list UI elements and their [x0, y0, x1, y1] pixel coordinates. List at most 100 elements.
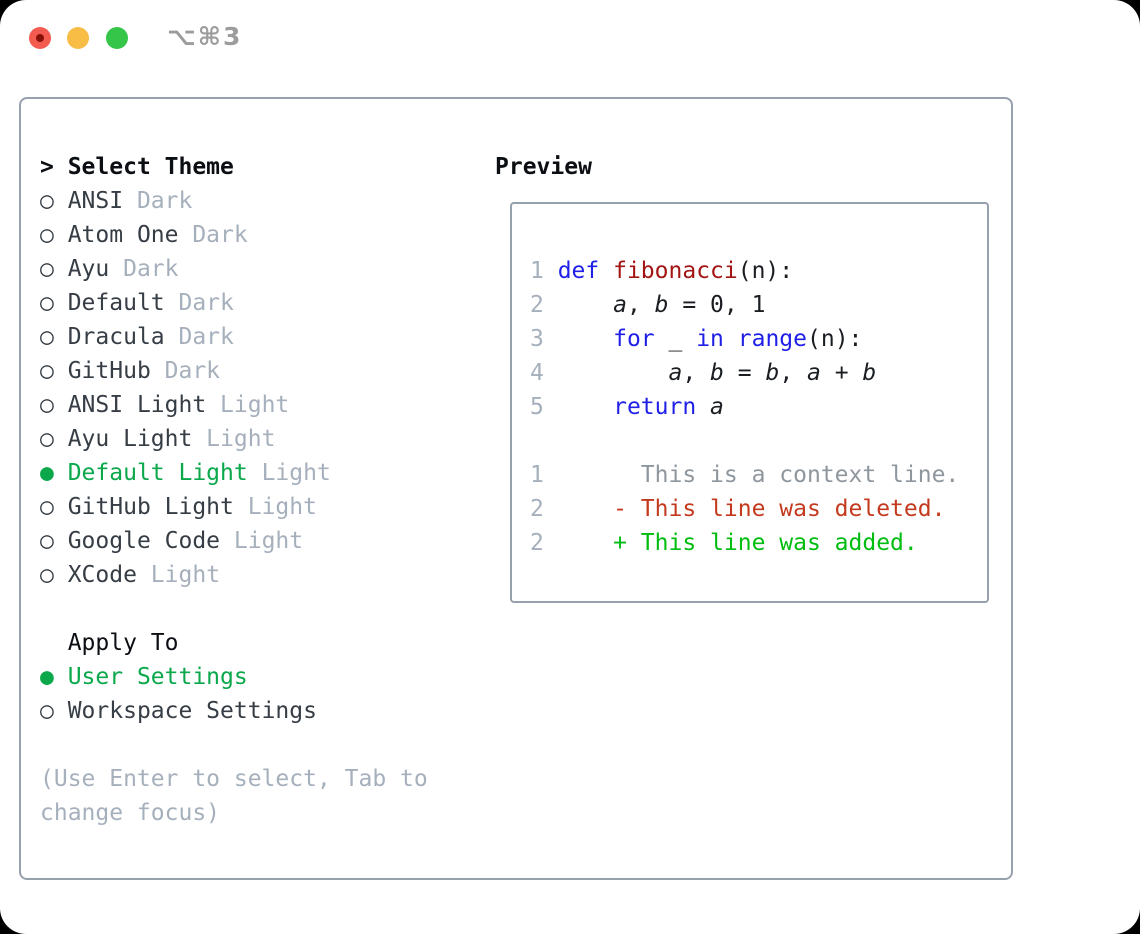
theme-variant: Dark — [178, 222, 248, 248]
code-token: fibonacci — [613, 258, 738, 284]
code-token: + — [820, 360, 863, 386]
theme-option-default[interactable]: ○ Default Dark — [40, 286, 428, 320]
apply-to-label: Apply To — [40, 630, 179, 656]
theme-name: Atom One — [67, 222, 179, 248]
apply-option-workspace-settings[interactable]: ○ Workspace Settings — [40, 694, 428, 728]
theme-option-ayu[interactable]: ○ Ayu Dark — [40, 252, 428, 286]
code-token: b — [862, 360, 877, 386]
theme-variant: Dark — [123, 188, 193, 214]
theme-name: Default — [67, 290, 165, 316]
theme-list: > Select Theme○ ANSI Dark○ Atom One Dark… — [40, 150, 428, 830]
maximize-button[interactable] — [106, 27, 128, 49]
radio-icon: ○ — [40, 358, 68, 384]
code-token — [724, 326, 738, 352]
apply-option-name: Workspace Settings — [67, 698, 317, 724]
theme-name: ANSI Light — [67, 392, 207, 418]
code-line-1: 1 def fibonacci(n): — [530, 254, 959, 288]
code-token: b — [765, 360, 780, 386]
code-token: + This line was added. — [557, 530, 918, 556]
code-token: a — [807, 360, 821, 386]
code-line-2: 2 a, b = 0, 1 — [530, 288, 959, 322]
theme-variant: Dark — [109, 256, 179, 282]
line-number: 5 — [530, 394, 558, 420]
line-number: 1 — [530, 462, 558, 488]
code-token: (n): — [737, 258, 794, 284]
code-line-3: 3 for _ in range(n): — [530, 322, 959, 356]
theme-option-github-light[interactable]: ○ GitHub Light Light — [40, 490, 428, 524]
minimize-button[interactable] — [67, 27, 89, 49]
code-line-5: 5 return a — [530, 390, 959, 424]
theme-name: Default Light — [67, 460, 248, 486]
theme-variant: Light — [247, 460, 331, 486]
theme-variant: Light — [233, 494, 317, 520]
code-token: for — [613, 326, 655, 352]
prompt-caret-icon: > — [40, 154, 68, 180]
code-token: , — [682, 360, 711, 386]
theme-variant: Light — [192, 426, 276, 452]
code-line-9: 2 + This line was added. — [530, 526, 959, 560]
theme-variant: Dark — [150, 358, 221, 384]
theme-variant: Dark — [164, 290, 234, 316]
radio-icon: ○ — [40, 188, 68, 214]
radio-icon: ○ — [40, 256, 68, 282]
code-token — [558, 326, 613, 352]
code-token — [599, 258, 613, 284]
close-dot-icon — [36, 34, 44, 42]
line-number: 2 — [530, 292, 558, 318]
code-token: range — [737, 326, 807, 352]
theme-option-xcode[interactable]: ○ XCode Light — [40, 558, 428, 592]
code-line-7: 1 This is a context line. — [530, 458, 959, 492]
code-token: a — [613, 292, 627, 318]
radio-icon: ○ — [40, 698, 68, 724]
theme-option-default-light[interactable]: ● Default Light Light — [40, 456, 428, 490]
line-number: 3 — [530, 326, 558, 352]
theme-name: XCode — [67, 562, 137, 588]
code-token: def — [557, 258, 600, 284]
code-token: - This line was deleted. — [557, 496, 946, 522]
code-token: a — [710, 394, 724, 420]
theme-variant: Dark — [164, 324, 234, 350]
theme-option-google-code[interactable]: ○ Google Code Light — [40, 524, 428, 558]
line-number: 1 — [530, 258, 558, 284]
theme-variant: Light — [220, 528, 304, 554]
theme-name: Dracula — [67, 324, 165, 350]
theme-option-atom-one[interactable]: ○ Atom One Dark — [40, 218, 428, 252]
radio-icon: ○ — [40, 494, 68, 520]
theme-name: Ayu Light — [67, 426, 193, 452]
line-number: 2 — [530, 496, 558, 522]
theme-option-ansi[interactable]: ○ ANSI Dark — [40, 184, 428, 218]
window-title-shortcut: ⌥⌘3 — [167, 22, 243, 51]
code-token — [558, 360, 669, 386]
theme-option-github[interactable]: ○ GitHub Dark — [40, 354, 428, 388]
apply-option-name: User Settings — [67, 664, 248, 690]
spacer — [40, 592, 428, 626]
theme-name: Google Code — [67, 528, 221, 554]
radio-icon: ○ — [40, 324, 68, 350]
theme-option-ansi-light[interactable]: ○ ANSI Light Light — [40, 388, 428, 422]
theme-name: GitHub — [67, 358, 151, 384]
code-token: b — [710, 360, 724, 386]
code-token — [696, 394, 710, 420]
radio-icon: ○ — [40, 222, 68, 248]
code-token: , — [779, 360, 808, 386]
code-token: a — [668, 360, 683, 386]
theme-option-dracula[interactable]: ○ Dracula Dark — [40, 320, 428, 354]
spacer — [40, 728, 428, 762]
theme-variant: Light — [136, 562, 221, 588]
code-token: return — [613, 394, 697, 420]
code-token: in — [696, 326, 724, 352]
close-button[interactable] — [29, 27, 51, 49]
line-number: 2 — [530, 530, 558, 556]
radio-selected-icon: ● — [40, 664, 68, 690]
code-token — [558, 394, 613, 420]
theme-option-ayu-light[interactable]: ○ Ayu Light Light — [40, 422, 428, 456]
code-token: _ — [654, 326, 697, 352]
code-token — [558, 292, 613, 318]
apply-to-header: Apply To — [40, 626, 428, 660]
theme-name: GitHub Light — [67, 494, 234, 520]
radio-selected-icon: ● — [40, 460, 68, 486]
line-number: 4 — [530, 360, 558, 386]
apply-option-user-settings[interactable]: ● User Settings — [40, 660, 428, 694]
radio-icon: ○ — [40, 392, 68, 418]
